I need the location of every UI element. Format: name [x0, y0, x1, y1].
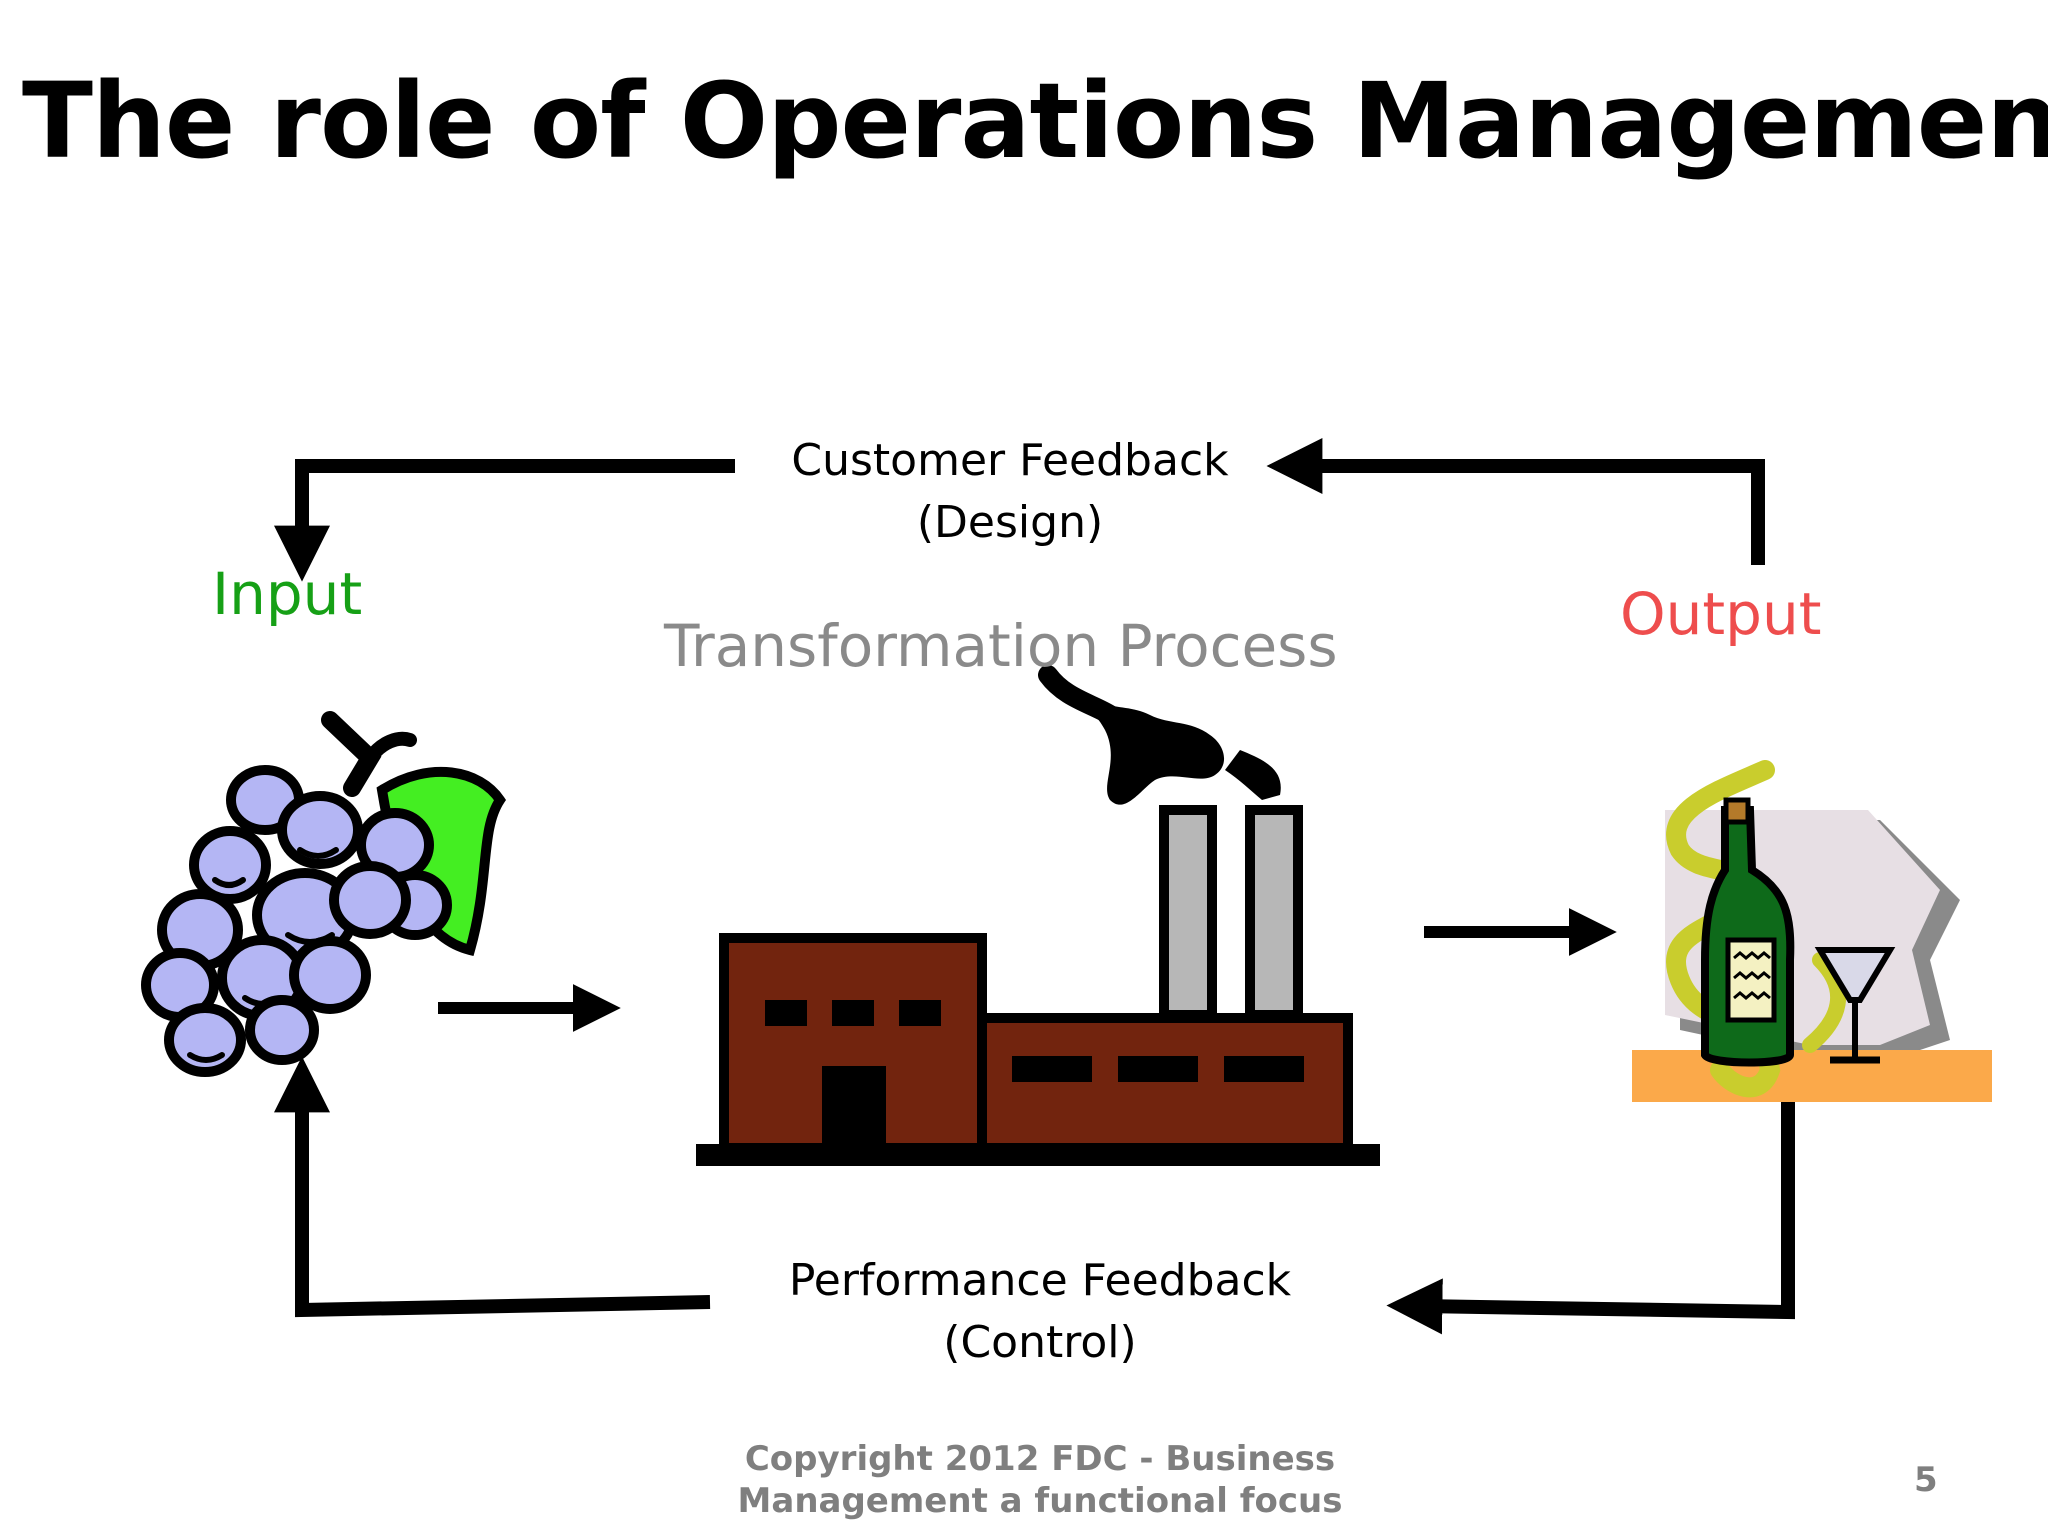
performance-feedback-label: Performance Feedback (Control) — [760, 1250, 1320, 1374]
customer-feedback-line2: (Design) — [916, 497, 1104, 548]
performance-feedback-arrow-left — [274, 1056, 711, 1318]
customer-feedback-arrow-right — [1266, 438, 1765, 565]
factory-icon — [696, 665, 1380, 1166]
performance-feedback-line2: (Control) — [943, 1317, 1137, 1368]
performance-feedback-line1: Performance Feedback — [788, 1255, 1292, 1306]
customer-feedback-label: Customer Feedback (Design) — [760, 430, 1260, 554]
output-label: Output — [1620, 580, 1822, 648]
input-label: Input — [212, 560, 363, 628]
wine-bottle-icon — [1632, 760, 1992, 1102]
copyright-line1: Copyright 2012 FDC - Business — [744, 1439, 1336, 1479]
transformation-process-label: Transformation Process — [664, 612, 1338, 680]
copyright-footer: Copyright 2012 FDC - Business Management… — [720, 1438, 1360, 1522]
performance-feedback-arrow-right — [1386, 1090, 1795, 1335]
customer-feedback-line1: Customer Feedback — [791, 435, 1229, 486]
slide-title: The role of Operations Management — [21, 60, 2048, 182]
copyright-line2: Management a functional focus — [737, 1481, 1343, 1521]
grapes-icon — [141, 711, 507, 1077]
customer-feedback-arrow-left — [274, 459, 735, 582]
page-number: 5 — [1914, 1460, 1938, 1500]
